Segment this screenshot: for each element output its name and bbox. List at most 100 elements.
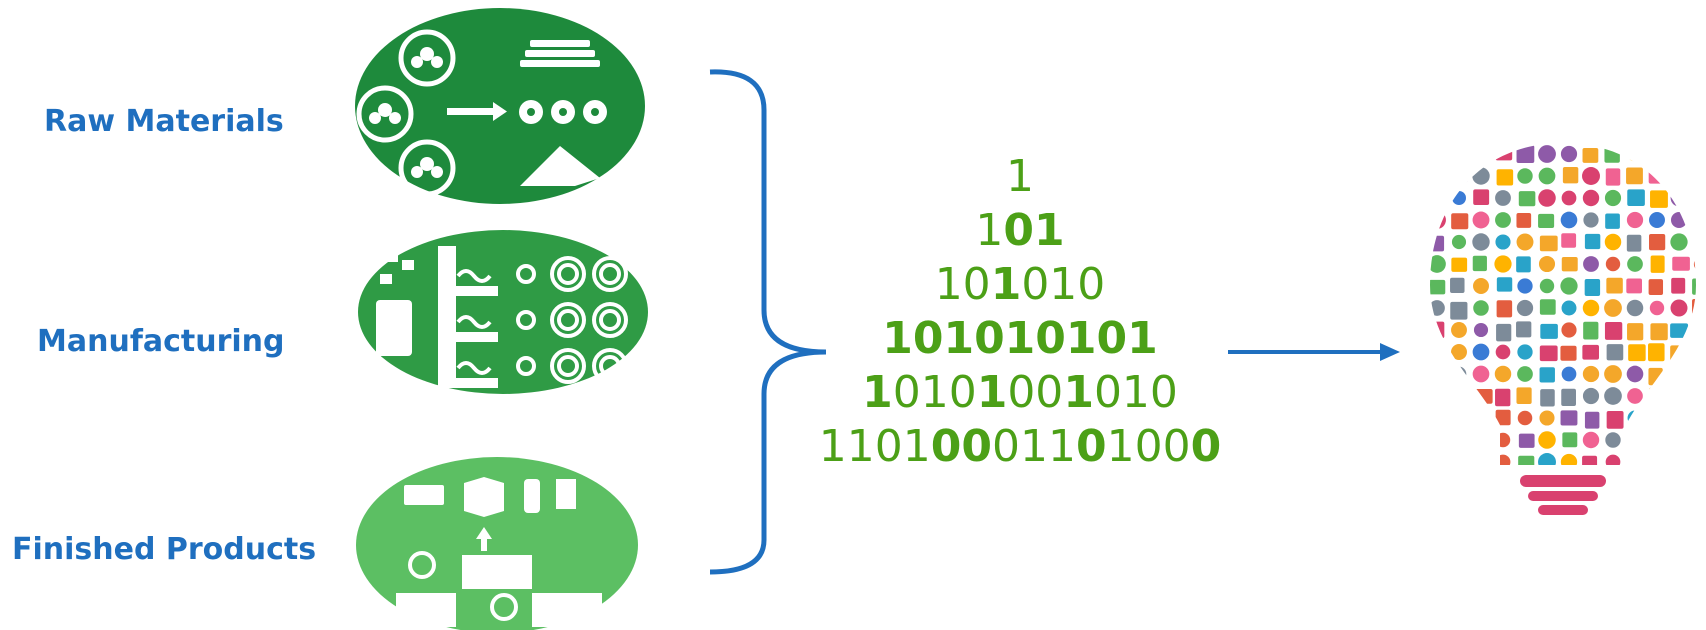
bulb-icon-tile bbox=[1649, 433, 1668, 452]
bulb-icon-tile bbox=[1670, 299, 1688, 317]
bulb-icon-tile bbox=[1606, 411, 1624, 429]
bulb-icon-tile bbox=[1451, 322, 1467, 338]
bulb-icon-tile bbox=[1670, 233, 1688, 251]
bulb-icon-tile bbox=[1451, 190, 1467, 206]
binary-line-4: 101010101 bbox=[882, 313, 1158, 364]
bulb-icon-tile bbox=[1472, 211, 1490, 229]
bulb-icon-tile bbox=[1650, 255, 1665, 273]
bulb-icon-tile bbox=[1495, 234, 1511, 250]
bulb-icon-tile bbox=[1539, 345, 1558, 362]
bulb-icon-tile bbox=[1605, 432, 1621, 448]
bulb-icon-tile bbox=[1473, 300, 1489, 316]
bulb-icon-tile bbox=[1648, 343, 1665, 362]
bulb-icon-tile bbox=[1604, 147, 1620, 163]
bulb-icon-tile bbox=[1627, 146, 1643, 162]
bulb-icon-tile bbox=[1582, 431, 1600, 449]
bulb-icon-tile bbox=[1561, 190, 1577, 206]
bulb-icon-tile bbox=[1517, 366, 1533, 382]
bulb-icon-tile bbox=[1430, 211, 1446, 229]
bulb-icon-tile bbox=[1495, 212, 1511, 228]
bulb-icon-tile bbox=[1694, 409, 1696, 426]
bulb-icon-tile bbox=[1473, 455, 1488, 465]
bulb-icon-tile bbox=[1605, 213, 1620, 229]
bulb-icon-tile bbox=[1649, 387, 1666, 404]
bulb-icon-tile bbox=[1495, 388, 1511, 407]
bulb-icon-tile bbox=[1582, 147, 1599, 163]
bulb-icon-tile bbox=[1450, 301, 1468, 320]
bulb-icon-tile bbox=[1606, 277, 1623, 294]
bulb-icon-tile bbox=[1496, 169, 1514, 186]
bulb-icon-tile bbox=[1495, 454, 1511, 465]
bulb-icon-tile bbox=[1430, 389, 1448, 407]
bulb-icon-tile bbox=[1495, 432, 1511, 448]
bulb-icon-tile bbox=[1582, 189, 1600, 207]
bulb-icon-tile bbox=[1473, 431, 1491, 446]
bulb-icon-tile bbox=[1495, 145, 1513, 161]
bulb-icon-tile bbox=[1670, 432, 1689, 447]
bulb-icon-tile bbox=[1626, 365, 1644, 383]
bulb-icon-tile bbox=[1560, 145, 1578, 163]
bulb-icon-tile bbox=[1693, 321, 1696, 337]
bulb-icon-tile bbox=[1693, 431, 1696, 448]
bulb-icon-tile bbox=[1626, 234, 1642, 252]
bulb-icon-tile bbox=[1516, 299, 1534, 317]
bulb-icon-tile bbox=[1472, 167, 1490, 185]
bulb-icon-tile bbox=[1560, 453, 1578, 465]
bulb-icon-tile bbox=[1430, 235, 1445, 252]
bulb-icon-tile bbox=[1650, 323, 1668, 341]
bulb-icon-tile bbox=[1430, 321, 1445, 339]
bulb-icon-tile bbox=[1518, 191, 1536, 207]
bulb-icon-tile bbox=[1628, 454, 1646, 465]
bulb-icon-tile bbox=[1472, 411, 1489, 427]
bulb-icon-tile bbox=[1672, 256, 1690, 271]
bulb-icon-tile bbox=[1560, 345, 1577, 361]
bulb-icon-tile bbox=[1472, 343, 1490, 361]
bulb-icon-tile bbox=[1670, 211, 1688, 229]
bulb-icon-tile bbox=[1517, 278, 1533, 294]
bulb-icon-tile bbox=[1561, 300, 1577, 316]
bulb-icon-tile bbox=[1538, 453, 1556, 465]
bulb-icon-tile bbox=[1561, 256, 1578, 272]
finished-products-icon bbox=[356, 457, 638, 630]
bulb-icon-tile bbox=[1648, 169, 1664, 184]
arrow-head bbox=[1380, 343, 1400, 361]
bulb-icon-tile bbox=[1649, 300, 1665, 316]
bulb-icon-tile bbox=[1626, 167, 1643, 185]
bulb-icon-tile bbox=[1560, 410, 1578, 426]
bulb-icon-tile bbox=[1693, 191, 1696, 210]
bulb-icon-tile bbox=[1518, 455, 1535, 465]
bulb-icon-tile bbox=[1451, 344, 1467, 360]
bulb-icon-tile bbox=[1430, 168, 1446, 186]
bulb-icon-tile bbox=[1670, 146, 1686, 161]
bulb-icon-tile bbox=[1451, 234, 1467, 250]
bulb-icon-tile bbox=[1451, 366, 1467, 382]
binary-line-5: 10101001010 bbox=[862, 367, 1178, 418]
bulb-icon-tile bbox=[1692, 345, 1696, 360]
bulb-icon-tile bbox=[1516, 145, 1535, 164]
bulb-icon-tile bbox=[1692, 278, 1696, 295]
bulb-icon-tile bbox=[1451, 257, 1468, 272]
bulb-icon-tile bbox=[1496, 323, 1512, 342]
stage-label-manufacturing: Manufacturing bbox=[37, 324, 285, 359]
bulb-icon-tile bbox=[1584, 279, 1601, 296]
bulb-icon-tile bbox=[1671, 366, 1687, 382]
bulb-icon-tile bbox=[1451, 388, 1467, 404]
bulb-icon-tile bbox=[1539, 235, 1558, 252]
bulb-icon-tile bbox=[1627, 410, 1643, 426]
bulb-icon-tile bbox=[1539, 278, 1555, 294]
bulb-icon-tile bbox=[1473, 322, 1489, 338]
bulb-icon-tile bbox=[1430, 189, 1445, 207]
bulb-icon-tile bbox=[1538, 431, 1556, 449]
bulb-icon-tile bbox=[1626, 299, 1644, 317]
bulb-icon-tile bbox=[1583, 212, 1599, 228]
bulb-icon-tile bbox=[1627, 388, 1643, 404]
bulb-icon-tile bbox=[1430, 344, 1445, 360]
bulb-icon-tile bbox=[1495, 190, 1511, 206]
bulb-icon-tile bbox=[1561, 322, 1577, 338]
bulb-icon-tile bbox=[1430, 432, 1445, 448]
bulb-icon-tile bbox=[1583, 321, 1599, 340]
bulb-icon-tile bbox=[1670, 455, 1688, 465]
bulb-icon-tile bbox=[1627, 256, 1643, 272]
bulb-icon-tile bbox=[1605, 168, 1621, 186]
bulb-icon-tile bbox=[1473, 189, 1490, 205]
